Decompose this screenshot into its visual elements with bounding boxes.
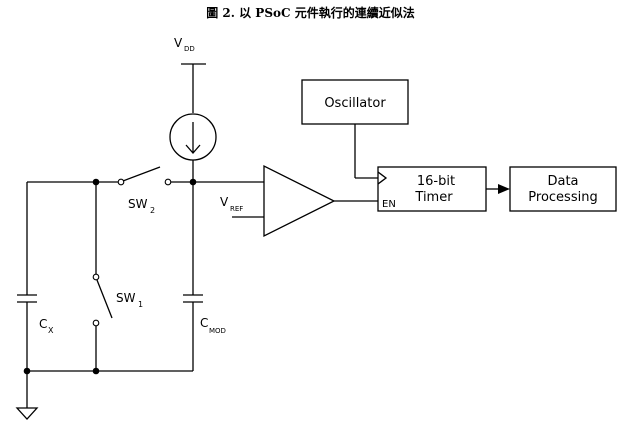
sw2-subscript: 2	[150, 206, 155, 215]
cmod-subscript: MOD	[209, 327, 226, 335]
junction-dot	[92, 367, 100, 375]
sw1-label: SW	[116, 291, 136, 305]
figure-title: 圖 2. 以 PSoC 元件執行的連續近似法	[206, 6, 415, 20]
vdd-subscript: DD	[184, 45, 195, 53]
cmod-label: C	[200, 316, 208, 330]
data-processing-block	[509, 166, 617, 212]
sw2-label: SW	[128, 197, 148, 211]
timer-label-line2: Timer	[414, 190, 453, 205]
sw2-contact	[164, 178, 172, 186]
data-processing-label-line2: Processing	[528, 190, 597, 205]
enable-label: EN	[382, 199, 396, 210]
sw1-blade	[96, 279, 113, 319]
clock-input-icon	[377, 171, 388, 185]
ground-icon	[15, 407, 39, 420]
cx-subscript: X	[48, 326, 54, 335]
vref-subscript: REF	[230, 205, 243, 213]
current-arrow-head	[185, 144, 201, 154]
comparator-icon	[263, 164, 336, 238]
data-processing-label-line1: Data	[547, 174, 578, 189]
vdd-label: V	[174, 36, 183, 50]
sw1-contact	[92, 273, 100, 281]
cx-label: C	[39, 317, 47, 331]
oscillator-label: Oscillator	[324, 96, 386, 111]
sw2-blade	[122, 166, 161, 182]
timer-label-line1: 16-bit	[417, 174, 455, 189]
sw2-contact	[117, 178, 125, 186]
sw1-subscript: 1	[138, 300, 143, 309]
data-arrow-head-icon	[498, 184, 510, 194]
vref-label: V	[220, 195, 229, 209]
sw1-contact	[92, 319, 100, 327]
junction-dot	[23, 367, 31, 375]
